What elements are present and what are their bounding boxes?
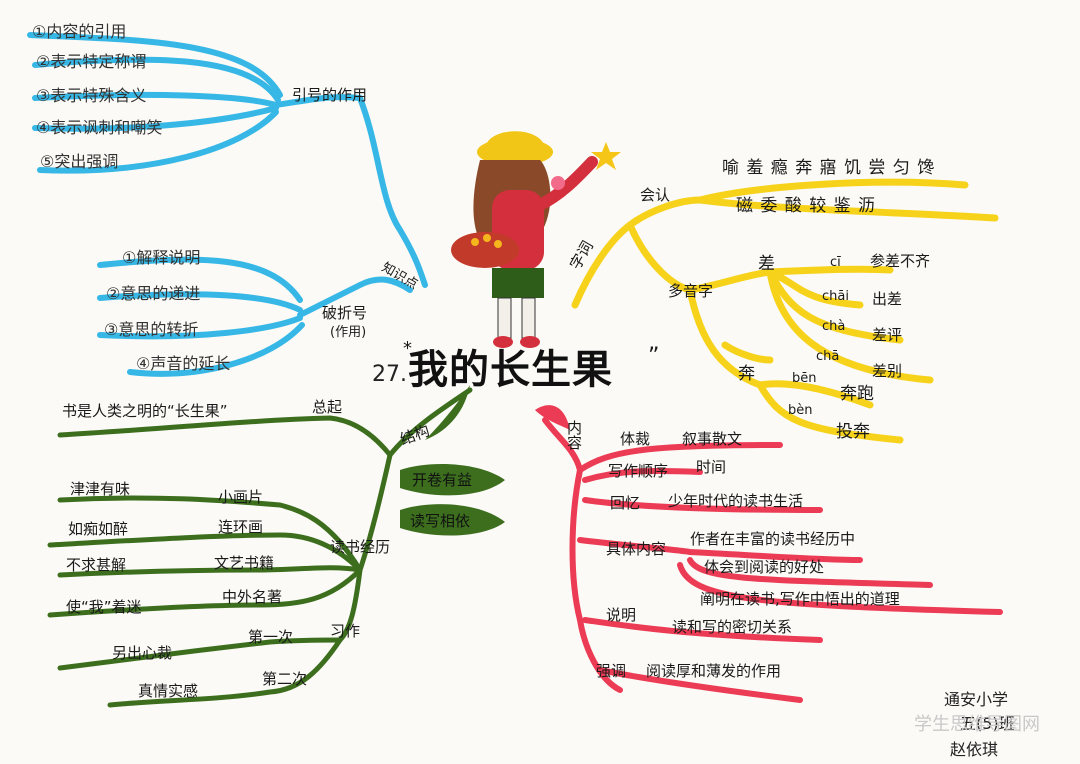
red-genre-label: 体裁 <box>620 430 651 448</box>
green-general-text: 书是人类之明的“长生果” <box>62 402 228 420</box>
red-order-value: 时间 <box>696 458 727 476</box>
yellow-cha-word-4: 差别 <box>872 362 903 380</box>
green-branch-lines <box>47 387 473 708</box>
blue-dash-label: 破折号 <box>322 304 368 322</box>
girl-illustration <box>451 131 621 348</box>
green-reading-mid-2: 连环画 <box>218 518 264 536</box>
yellow-cha-pinyin-3: chà <box>822 319 846 334</box>
signature-name: 赵依琪 <box>950 740 999 759</box>
title-quote: ” <box>648 344 660 369</box>
green-writing-left-1: 另出心裁 <box>112 644 173 662</box>
blue-quote-item-4: ④表示讽刺和嘲笑 <box>36 118 163 137</box>
red-recall-value: 少年时代的读书生活 <box>668 492 804 510</box>
yellow-recognize-row1: 喻 羞 瘾 奔 寤 饥 尝 匀 馋 <box>722 158 936 178</box>
star-mark: * <box>403 338 412 359</box>
green-reading-left-1: 津津有味 <box>70 480 131 498</box>
yellow-cha-word-1: 参差不齐 <box>870 252 931 270</box>
yellow-ben-char: 奔 <box>738 364 755 384</box>
yellow-cha-char: 差 <box>758 254 775 274</box>
watermark-text: 学生思维导图网 <box>914 714 1040 735</box>
blue-quote-marks-label: 引号的作用 <box>292 86 368 104</box>
signature-class: 五(5)班 <box>960 714 1015 733</box>
signature-school: 通安小学 <box>944 690 1009 709</box>
blue-dash-item-1: ①解释说明 <box>122 248 201 267</box>
red-detail-value-3: 阐明在读书,写作中悟出的道理 <box>700 590 900 608</box>
green-tag-1: 开卷有益 <box>412 471 473 489</box>
green-leaf-tags <box>400 385 505 536</box>
blue-dash-item-3: ③意思的转折 <box>104 320 199 339</box>
yellow-ben-pinyin-2: bèn <box>788 403 813 418</box>
blue-quote-item-1: ①内容的引用 <box>32 22 127 41</box>
yellow-cha-pinyin-1: cī <box>830 255 841 270</box>
blue-quote-item-5: ⑤突出强调 <box>40 152 119 171</box>
red-explain-label: 说明 <box>606 606 637 624</box>
yellow-recognize-row2: 磁 委 酸 较 鉴 沥 <box>736 196 877 216</box>
blue-quote-item-2: ②表示特定称谓 <box>36 52 147 71</box>
red-detail-value-2: 体会到阅读的好处 <box>704 558 825 576</box>
green-reading-mid-4: 中外名著 <box>222 588 283 606</box>
red-emphasis-label: 强调 <box>596 662 627 680</box>
yellow-polyphone-label: 多音字 <box>668 282 714 300</box>
yellow-recognize-label: 会认 <box>640 186 671 204</box>
red-explain-value: 读和写的密切关系 <box>672 618 793 636</box>
yellow-ben-word-2: 投奔 <box>836 422 870 442</box>
blue-quote-item-3: ③表示特殊含义 <box>36 86 147 105</box>
lesson-number: 27. <box>372 362 407 387</box>
red-leaf-accent <box>535 405 570 430</box>
yellow-cha-word-2: 出差 <box>872 290 903 308</box>
red-emphasis-value: 阅读厚和薄发的作用 <box>646 662 782 680</box>
yellow-cha-word-3: 差评 <box>872 326 903 344</box>
red-detail-label: 具体内容 <box>606 540 667 558</box>
yellow-branch-lines <box>571 178 999 444</box>
red-genre-value: 叙事散文 <box>682 430 743 448</box>
red-branch-lines <box>542 417 1003 703</box>
red-root-label: 内容 <box>565 420 583 450</box>
red-recall-label: 回忆 <box>610 494 641 512</box>
green-reading-left-2: 如痴如醉 <box>68 520 129 538</box>
green-writing-mid-1: 第一次 <box>248 628 294 646</box>
red-detail-value-1: 作者在丰富的读书经历中 <box>690 530 856 548</box>
yellow-cha-pinyin-2: chāi <box>822 289 849 304</box>
green-tag-2: 读写相依 <box>410 512 471 530</box>
green-reading-mid-3: 文艺书籍 <box>214 554 275 572</box>
blue-branch-lines <box>27 32 428 377</box>
green-reading-label: 读书经历 <box>330 538 391 556</box>
green-writing-mid-2: 第二次 <box>262 670 308 688</box>
yellow-ben-pinyin-1: bēn <box>792 371 817 386</box>
yellow-cha-pinyin-4: chā <box>816 349 840 364</box>
green-writing-left-2: 真情实感 <box>138 682 199 700</box>
blue-dash-sub: (作用) <box>330 325 367 340</box>
page-title: 我的长生果 <box>408 346 613 393</box>
green-reading-mid-1: 小画片 <box>218 488 264 506</box>
green-reading-left-3: 不求甚解 <box>66 556 127 574</box>
green-writing-label: 习作 <box>330 622 361 640</box>
star-icon <box>591 142 621 170</box>
blue-dash-item-4: ④声音的延长 <box>136 354 231 373</box>
yellow-ben-word-1: 奔跑 <box>840 384 874 404</box>
green-reading-left-4: 使“我”着迷 <box>66 598 142 616</box>
red-order-label: 写作顺序 <box>608 462 669 480</box>
blue-dash-item-2: ②意思的递进 <box>106 284 201 303</box>
green-general-label: 总起 <box>312 398 343 416</box>
